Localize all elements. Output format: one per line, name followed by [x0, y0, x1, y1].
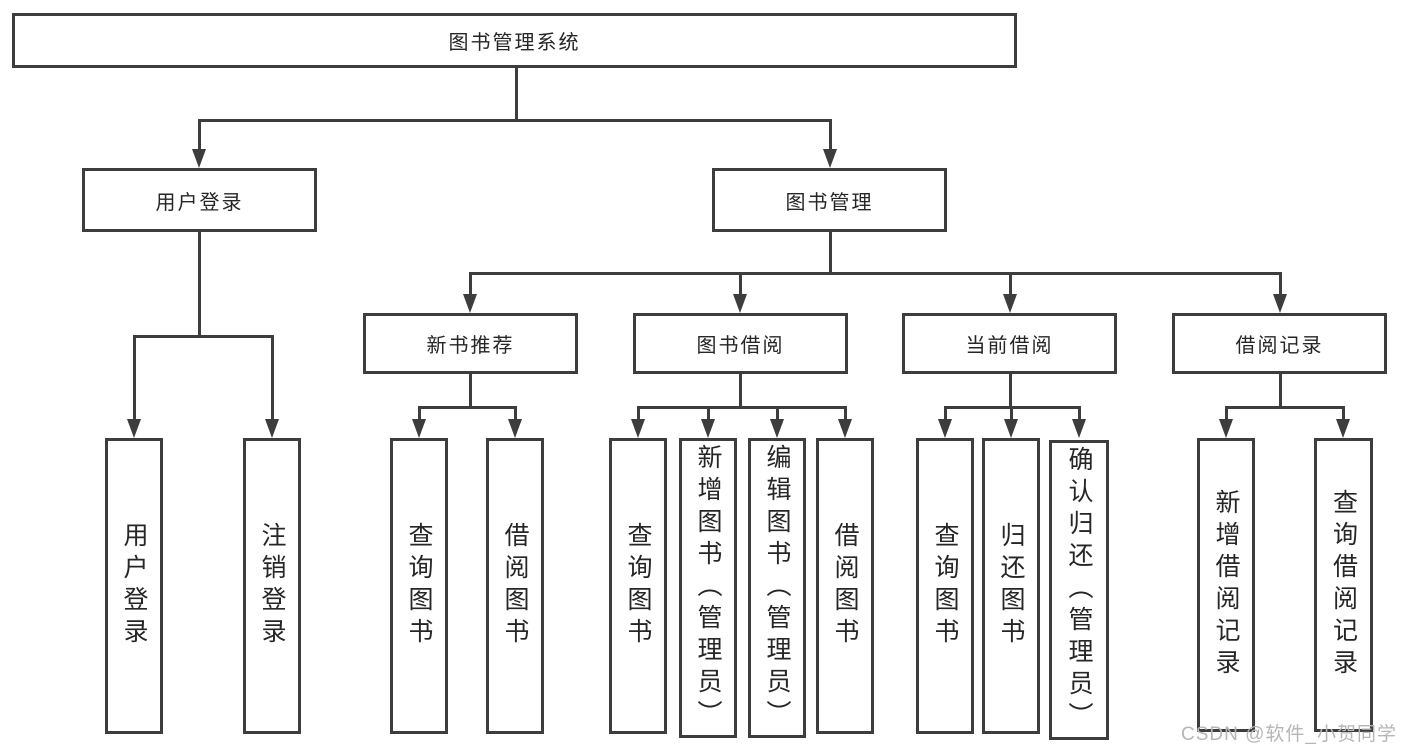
- connector-arrow-shaft: [1225, 406, 1228, 419]
- connector-arrow-shaft: [776, 406, 779, 419]
- connector-book-mgmt-stub: [829, 232, 832, 275]
- arrow-down-icon: [412, 419, 426, 438]
- connector-arrow-shaft: [1279, 272, 1282, 294]
- connector-arrow-shaft: [707, 406, 710, 419]
- node-user-login: 用户登录: [82, 168, 317, 232]
- connector-section-stub: [1009, 374, 1012, 409]
- connector-section-stub: [469, 374, 472, 409]
- connector-level3-rail: [469, 272, 1282, 275]
- arrow-down-icon: [938, 419, 952, 438]
- leaf-query-books-1: 查询图书: [390, 438, 448, 734]
- node-user-login-label: 用户登录: [155, 191, 244, 214]
- connector-section-rail: [1225, 406, 1345, 409]
- leaf-query-books-2-label: 查询图书: [624, 522, 652, 650]
- leaf-confirm-return-admin: 确认归还（管理员）: [1049, 440, 1109, 740]
- leaf-user-login: 用户登录: [105, 438, 163, 734]
- connector-user-login-rail: [133, 335, 274, 338]
- node-book-management-label: 图书管理: [785, 191, 874, 214]
- node-borrow-records-label: 借阅记录: [1235, 335, 1324, 357]
- arrow-down-icon: [631, 419, 645, 438]
- arrow-down-icon: [733, 294, 747, 313]
- arrow-down-icon: [1219, 419, 1233, 438]
- node-root-label: 图书管理系统: [448, 32, 581, 54]
- node-book-borrow-label: 图书借阅: [696, 335, 785, 357]
- arrow-down-icon: [1336, 419, 1350, 438]
- connector-arrow-shaft: [198, 119, 201, 149]
- leaf-query-borrow-record-label: 查询借阅记录: [1329, 489, 1358, 681]
- connector-level2-rail: [198, 119, 832, 122]
- connector-arrow-shaft: [133, 335, 136, 419]
- arrow-down-icon: [1003, 294, 1017, 313]
- leaf-add-book-admin: 新增图书（管理员）: [679, 438, 737, 738]
- leaf-add-book-admin-label: 新增图书（管理员）: [694, 444, 722, 732]
- arrow-down-icon: [1072, 419, 1086, 438]
- arrow-down-icon: [265, 419, 279, 438]
- connector-arrow-shaft: [844, 406, 847, 419]
- node-root: 图书管理系统: [12, 13, 1017, 68]
- connector-arrow-shaft: [271, 335, 274, 419]
- arrow-down-icon: [1004, 419, 1018, 438]
- leaf-query-books-1-label: 查询图书: [405, 522, 433, 650]
- leaf-borrow-books-2-label: 借阅图书: [831, 522, 859, 650]
- connector-arrow-shaft: [1342, 406, 1345, 419]
- leaf-return-book: 归还图书: [982, 438, 1040, 734]
- arrow-down-icon: [770, 419, 784, 438]
- connector-arrow-shaft: [829, 119, 832, 149]
- leaf-borrow-books-2: 借阅图书: [816, 438, 874, 734]
- connector-user-login-stub: [198, 232, 201, 338]
- leaf-user-login-label: 用户登录: [120, 522, 148, 650]
- leaf-add-borrow-record: 新增借阅记录: [1197, 438, 1255, 732]
- connector-arrow-shaft: [514, 406, 517, 419]
- leaf-query-books-3: 查询图书: [916, 438, 974, 734]
- node-new-book-recommend: 新书推荐: [363, 313, 578, 374]
- connector-arrow-shaft: [944, 406, 947, 419]
- connector-arrow-shaft: [418, 406, 421, 419]
- arrow-down-icon: [823, 149, 837, 168]
- leaf-borrow-books-1-label: 借阅图书: [501, 522, 529, 650]
- connector-arrow-shaft: [739, 272, 742, 294]
- leaf-query-books-3-label: 查询图书: [931, 522, 959, 650]
- node-book-borrow: 图书借阅: [633, 313, 848, 374]
- arrow-down-icon: [127, 419, 141, 438]
- connector-section-stub: [1279, 374, 1282, 409]
- arrow-down-icon: [192, 149, 206, 168]
- connector-arrow-shaft: [1010, 406, 1013, 419]
- leaf-query-borrow-record: 查询借阅记录: [1314, 438, 1373, 732]
- connector-section-rail: [637, 406, 847, 409]
- connector-arrow-shaft: [1078, 406, 1081, 419]
- node-current-borrow-label: 当前借阅: [965, 335, 1054, 357]
- leaf-borrow-books-1: 借阅图书: [486, 438, 544, 734]
- leaf-return-book-label: 归还图书: [997, 522, 1025, 650]
- arrow-down-icon: [838, 419, 852, 438]
- leaf-logout: 注销登录: [243, 438, 301, 734]
- connector-arrow-shaft: [637, 406, 640, 419]
- leaf-edit-book-admin: 编辑图书（管理员）: [748, 438, 806, 738]
- arrow-down-icon: [508, 419, 522, 438]
- arrow-down-icon: [1273, 294, 1287, 313]
- leaf-logout-label: 注销登录: [258, 522, 286, 650]
- node-new-book-recommend-label: 新书推荐: [426, 335, 515, 357]
- leaf-add-borrow-record-label: 新增借阅记录: [1212, 489, 1240, 681]
- node-book-management: 图书管理: [712, 168, 947, 232]
- node-borrow-records: 借阅记录: [1172, 313, 1387, 374]
- leaf-query-books-2: 查询图书: [609, 438, 667, 734]
- arrow-down-icon: [463, 294, 477, 313]
- csdn-watermark: CSDN @软件_小贺同学: [1181, 724, 1397, 745]
- connector-section-rail: [418, 406, 517, 409]
- node-current-borrow: 当前借阅: [902, 313, 1117, 374]
- connector-arrow-shaft: [1009, 272, 1012, 294]
- connector-root-stub: [515, 68, 518, 122]
- leaf-edit-book-admin-label: 编辑图书（管理员）: [763, 444, 791, 732]
- connector-arrow-shaft: [469, 272, 472, 294]
- arrow-down-icon: [701, 419, 715, 438]
- connector-section-stub: [739, 374, 742, 409]
- leaf-confirm-return-admin-label: 确认归还（管理员）: [1065, 446, 1093, 734]
